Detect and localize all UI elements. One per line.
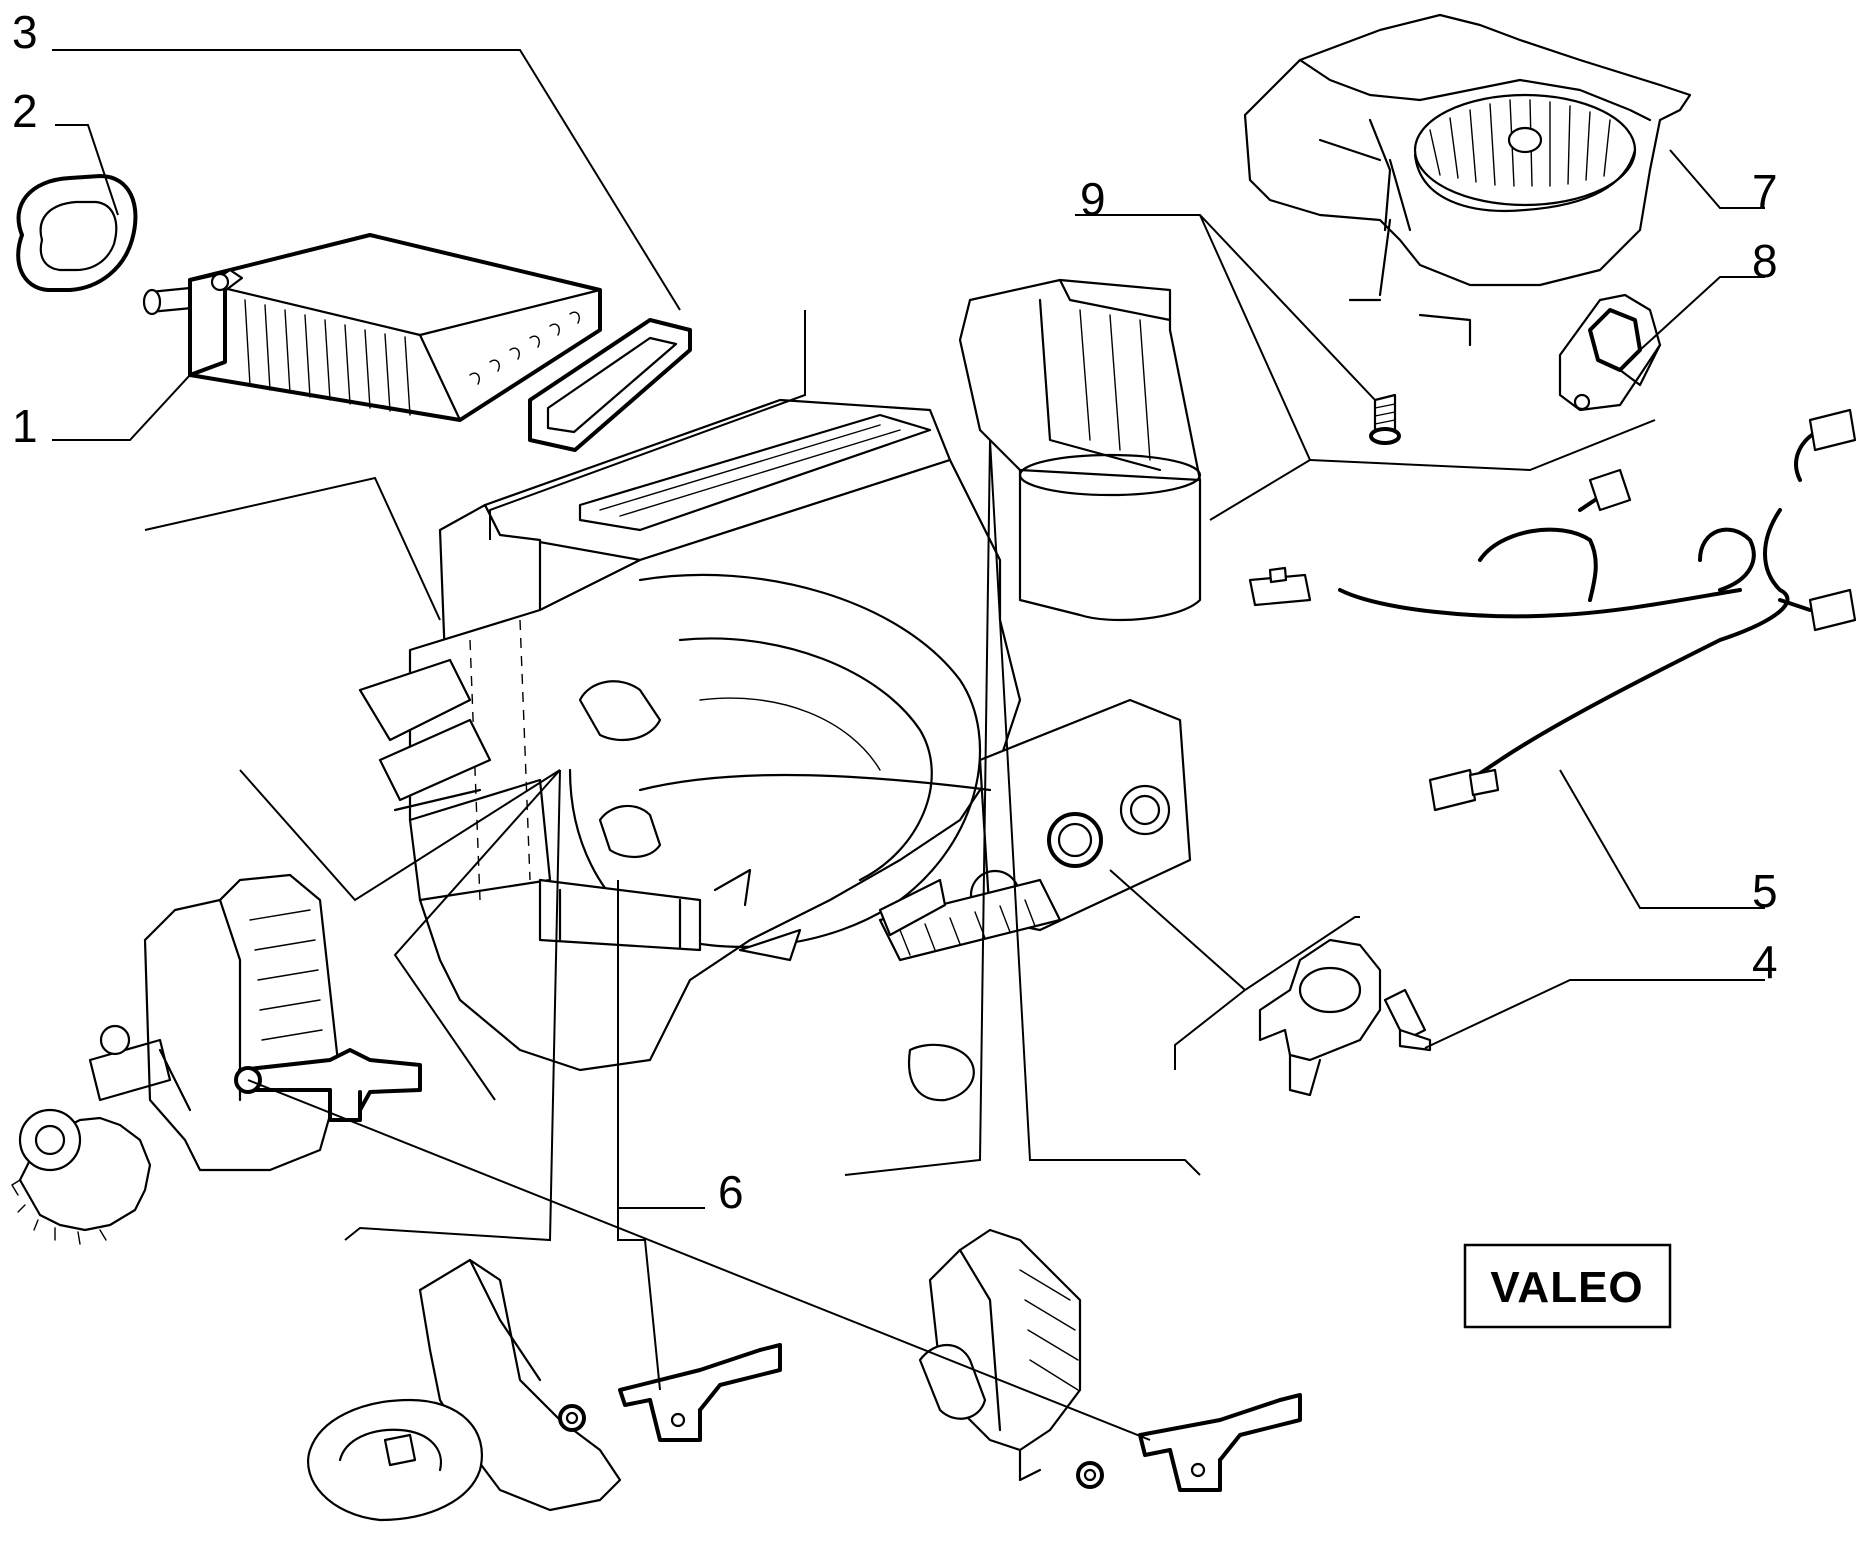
heater-housing-assembly	[358, 278, 1202, 1102]
bottom-center-sensor-part	[558, 1343, 782, 1442]
right-bottom-sensor-part	[1076, 1393, 1302, 1492]
switch-part	[1258, 938, 1432, 1097]
screw-part	[1369, 393, 1401, 445]
callout-7: 7	[1752, 165, 1778, 217]
callout-1: 1	[12, 400, 38, 452]
callout-9: 9	[1080, 173, 1106, 225]
brand-label-text: VALEO	[1490, 1263, 1643, 1312]
callout-labels: 3 2 1 9 7 8 5 4 6	[12, 6, 1778, 1218]
leader-lines	[52, 49, 1765, 1441]
callout-4: 4	[1752, 936, 1778, 988]
callout-8: 8	[1752, 235, 1778, 287]
brand-label-box: VALEO	[1463, 1243, 1672, 1329]
wiring-harness-part	[1248, 408, 1857, 812]
callout-6: 6	[718, 1166, 744, 1218]
callout-3: 3	[12, 6, 38, 58]
resistor-part	[1558, 293, 1662, 412]
blower-fan-part	[1243, 13, 1692, 347]
callout-2: 2	[12, 85, 38, 137]
right-bottom-servo-part	[918, 1228, 1082, 1482]
oval-gasket-part	[16, 174, 138, 292]
bottom-center-flap-part	[307, 1258, 622, 1522]
left-servo-motor-part	[11, 873, 342, 1245]
seal-frame-part	[528, 318, 692, 452]
left-sensor-part	[234, 1048, 422, 1122]
callout-5: 5	[1752, 865, 1778, 917]
heater-radiator-part	[142, 233, 602, 422]
